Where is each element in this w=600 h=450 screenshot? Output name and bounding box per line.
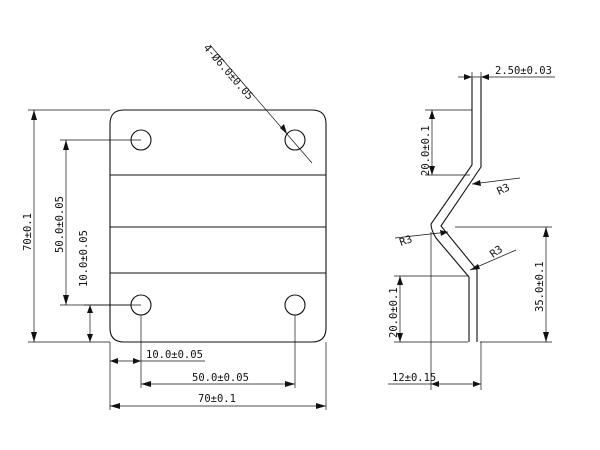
hole-edge-vertical-dimension: 10.0±0.05: [78, 230, 131, 342]
hole-edge-horizontal-dimension: 10.0±0.05: [109, 315, 205, 410]
radius-bottom-label: R3: [488, 243, 505, 260]
offset-dimension: 12±0.15: [388, 232, 482, 390]
radius-top-callout: R3: [471, 177, 521, 198]
bottom-flange-label: 20.0±0.1: [388, 287, 400, 338]
plate-width-label: 70±0.1: [198, 393, 236, 405]
hole-pitch-vertical-dimension: 50.0±0.05: [54, 139, 141, 306]
top-flange-label: 20.0±0.1: [420, 125, 432, 176]
bend-height-label: 35.0±0.1: [534, 261, 546, 312]
thickness-dimension: 2.50±0.03: [458, 65, 555, 112]
radius-top-label: R3: [495, 181, 512, 197]
plate-height-label: 70±0.1: [22, 213, 34, 251]
hole-pitch-horizontal-label: 50.0±0.05: [192, 372, 249, 384]
hole-pitch-horizontal-dimension: 50.0±0.05: [141, 315, 296, 388]
radius-middle-label: R3: [398, 233, 414, 249]
hole-bottom-right: [284, 294, 306, 316]
bend-height-dimension: 35.0±0.1: [455, 226, 552, 343]
profile-left-edge: [430, 78, 473, 342]
hole-callout-label: 4-Ø6.0±0.05: [201, 42, 256, 102]
radius-bottom-callout: R3: [469, 243, 517, 271]
hole-pitch-vertical-label: 50.0±0.05: [54, 196, 66, 253]
profile-right-edge: [440, 78, 482, 342]
radius-middle-callout: R3: [394, 230, 449, 249]
top-flange-dimension: 20.0±0.1: [420, 109, 472, 176]
plate-width-dimension: 70±0.1: [110, 342, 327, 410]
front-view: [109, 109, 327, 343]
hole-callout: 4-Ø6.0±0.05: [201, 42, 313, 164]
hole-edge-horizontal-label: 10.0±0.05: [146, 349, 203, 361]
offset-label: 12±0.15: [392, 372, 436, 384]
thickness-label: 2.50±0.03: [495, 65, 552, 77]
hole-top-right: [284, 129, 306, 151]
hole-edge-vertical-label: 10.0±0.05: [78, 230, 90, 287]
side-view: [430, 78, 482, 342]
plate-height-dimension: 70±0.1: [22, 109, 110, 343]
plate-outline: [109, 109, 327, 343]
bottom-flange-dimension: 20.0±0.1: [388, 275, 468, 343]
